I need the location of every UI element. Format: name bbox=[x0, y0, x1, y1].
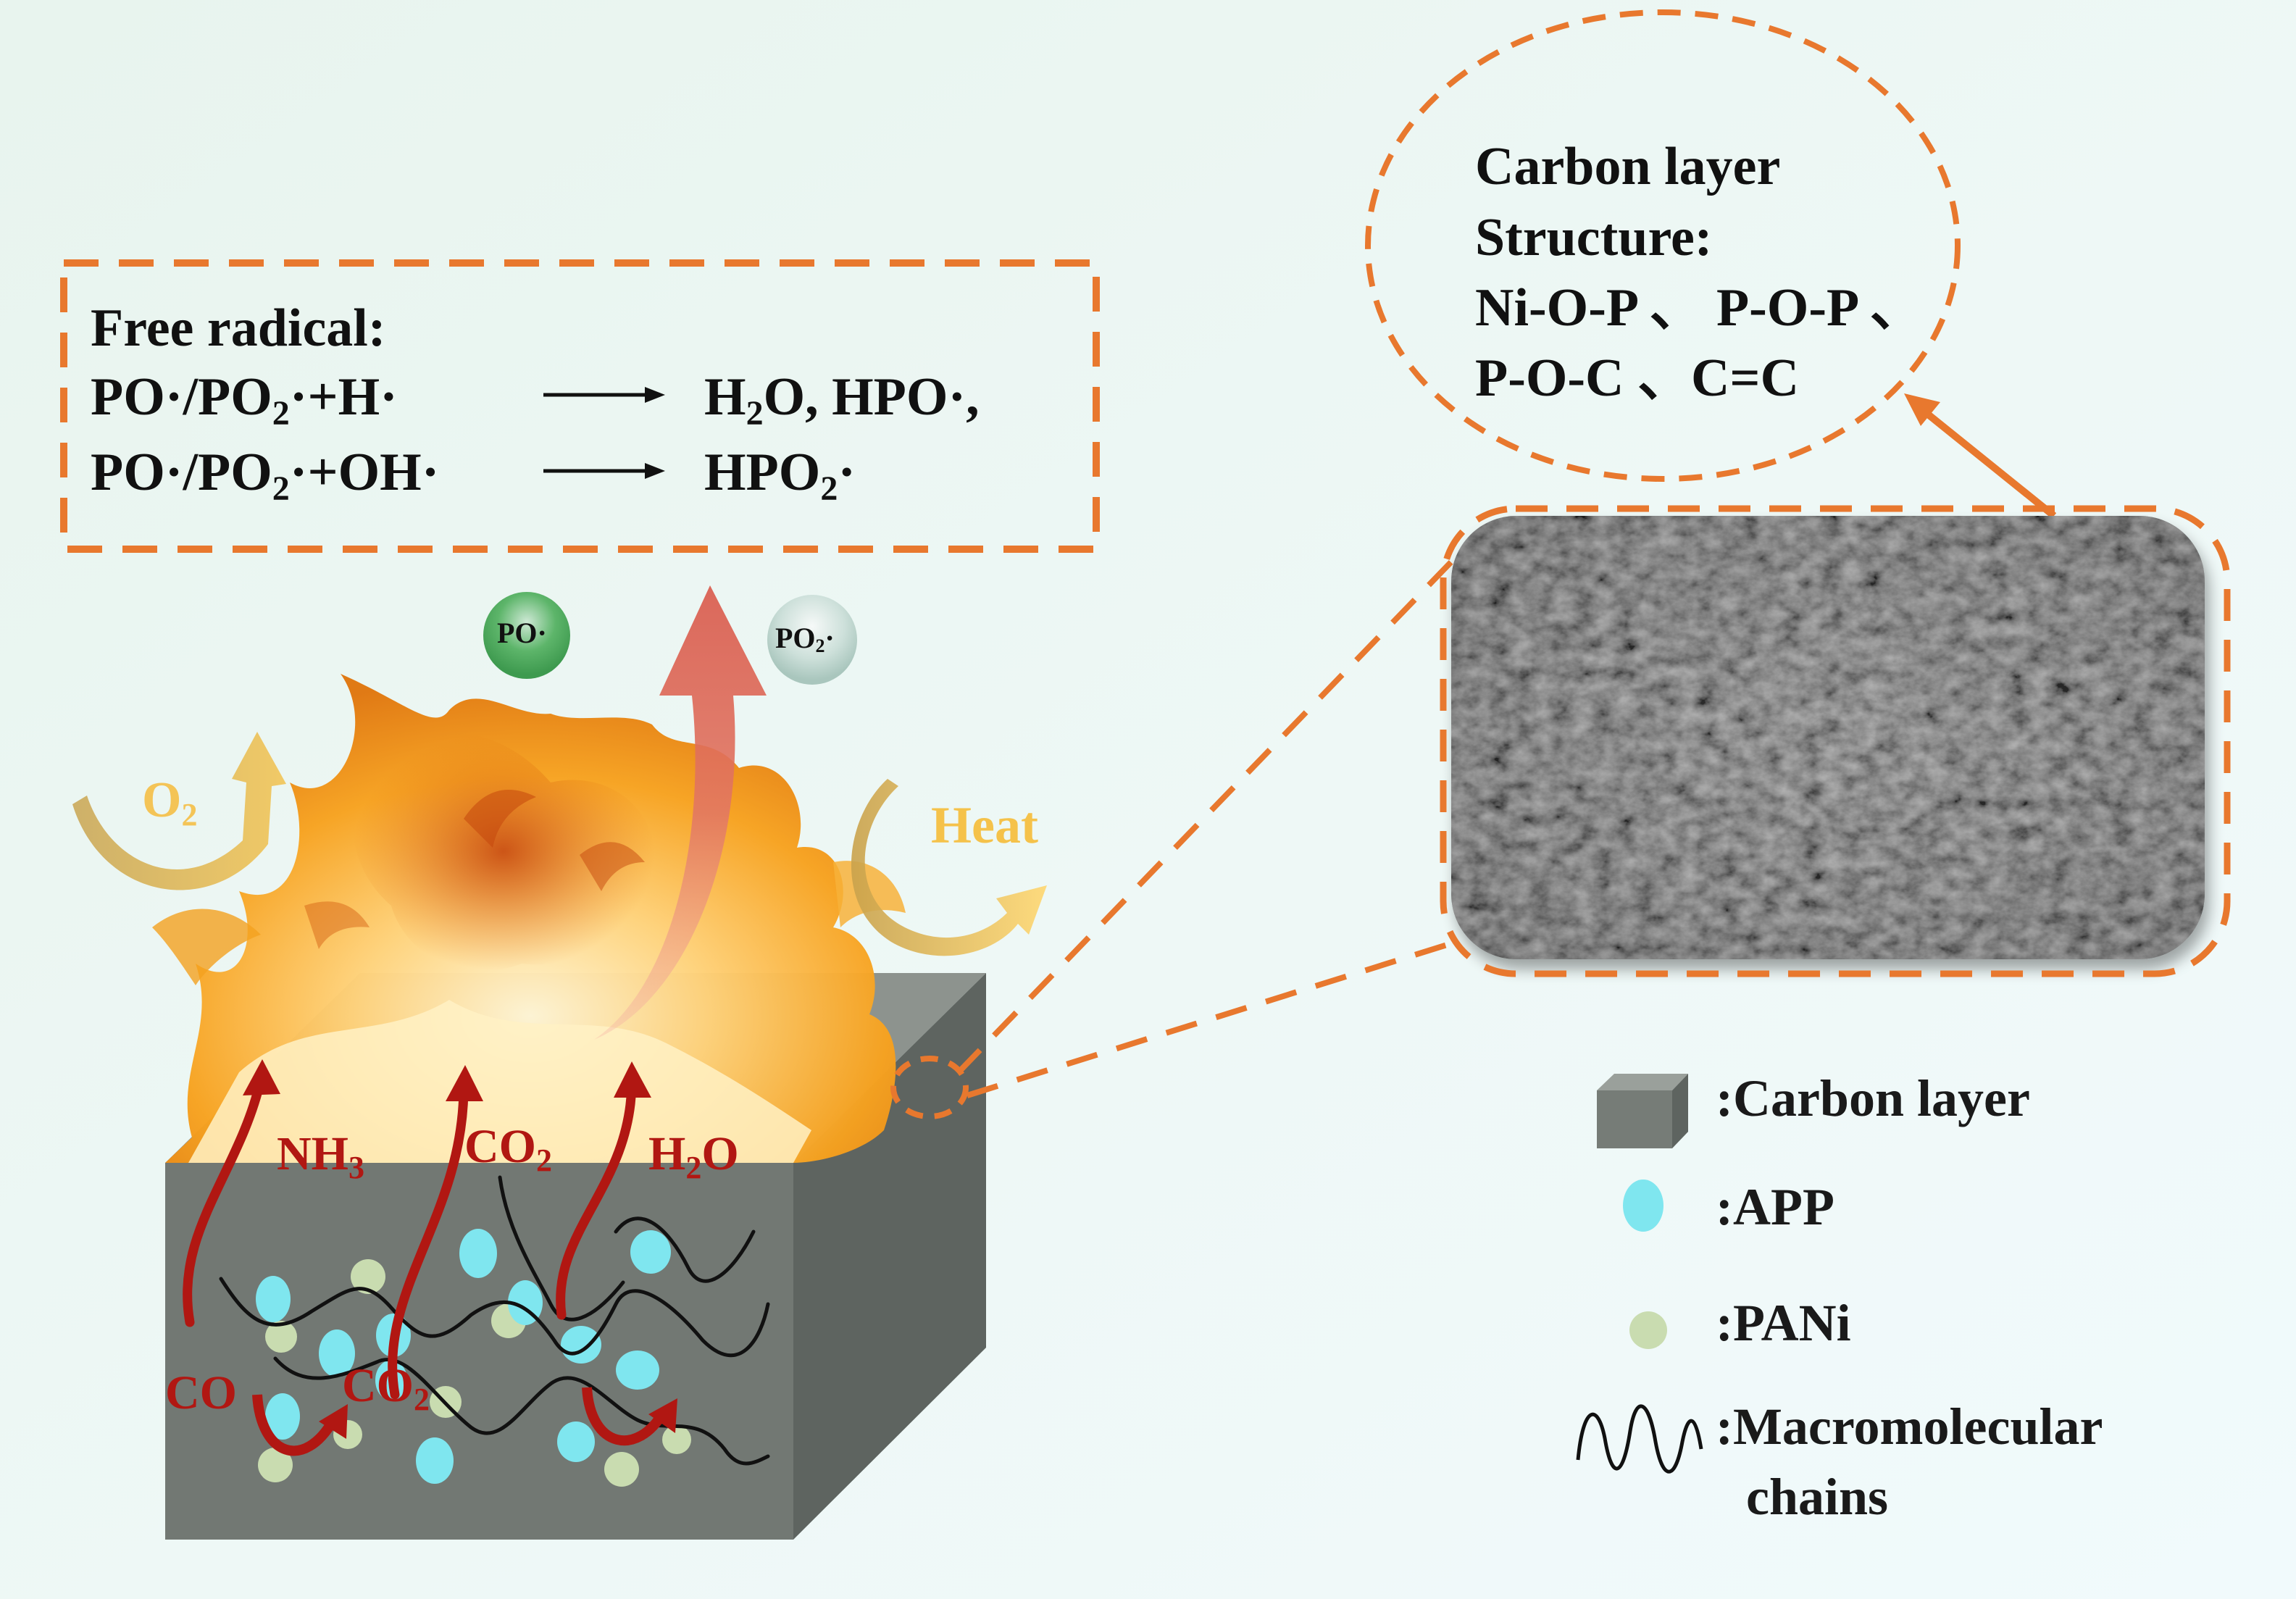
reaction-arrows bbox=[543, 393, 648, 473]
o2-arrow bbox=[72, 732, 286, 890]
h2o-label: H2O bbox=[648, 1127, 739, 1185]
free-radical-box bbox=[60, 259, 1100, 553]
pani-particles bbox=[258, 1259, 691, 1487]
legend-macromolecular-label: :Macromolecular bbox=[1716, 1398, 2103, 1456]
carbon-structure-line-3: Ni-O-P 、 P-O-P 、 bbox=[1475, 278, 1924, 338]
reaction-1-products: H2O, HPO·, bbox=[704, 367, 980, 433]
co-loop-arrow-2 bbox=[582, 1387, 668, 1446]
legend-chains-label: chains bbox=[1746, 1468, 1889, 1526]
carbon-structure-line-2: Structure: bbox=[1475, 208, 1713, 267]
co-label: CO bbox=[165, 1366, 237, 1419]
heat-label: Heat bbox=[931, 796, 1038, 854]
legend-app-label: :APP bbox=[1716, 1178, 1834, 1236]
legend-pani-icon bbox=[1629, 1311, 1667, 1349]
carbon-structure-line-4: P-O-C 、C=C bbox=[1475, 348, 1800, 408]
po-radical-label: PO· bbox=[497, 617, 547, 649]
carbon-structure-line-1: Carbon layer bbox=[1475, 137, 1781, 196]
rising-arrow bbox=[594, 585, 767, 1040]
legend-chain-icon bbox=[1576, 1404, 1703, 1474]
sem-to-ellipse-arrow bbox=[1921, 408, 2057, 519]
legend-pani-label: :PANi bbox=[1716, 1294, 1851, 1352]
sem-image bbox=[1451, 516, 2205, 959]
po2-radical-sphere bbox=[767, 595, 857, 685]
legend-cube-icon bbox=[1597, 1074, 1688, 1148]
co-loop-arrow bbox=[252, 1394, 338, 1456]
po2-radical-label: PO2· bbox=[775, 622, 835, 656]
carbon-structure-ellipse bbox=[1365, 9, 1961, 482]
po-radical-sphere bbox=[483, 592, 570, 679]
co2-bottom-label: CO2 bbox=[342, 1359, 430, 1417]
reaction-2-reactants: PO·/PO2·+OH· bbox=[91, 443, 440, 508]
gas-arrows bbox=[183, 1074, 637, 1400]
gas-arrowheads bbox=[243, 1059, 651, 1101]
reaction-arrowhead-2 bbox=[645, 463, 665, 479]
reaction-2-products: HPO2· bbox=[704, 443, 856, 508]
co2-top-label: CO2 bbox=[464, 1120, 552, 1178]
zoom-source-circle bbox=[890, 1056, 969, 1119]
macromolecular-chains bbox=[219, 1175, 770, 1466]
reaction-arrowhead-1 bbox=[645, 387, 665, 403]
nh3-label: NH3 bbox=[277, 1127, 364, 1185]
o2-label: O2 bbox=[142, 772, 198, 832]
legend-carbon-layer-label: :Carbon layer bbox=[1716, 1069, 2030, 1127]
legend-app-icon bbox=[1623, 1180, 1663, 1232]
reaction-1-reactants: PO·/PO2·+H· bbox=[91, 367, 398, 433]
free-radical-title: Free radical: bbox=[91, 298, 386, 358]
zoom-lines bbox=[956, 548, 1464, 1098]
sem-dashed-frame bbox=[1440, 505, 2231, 977]
